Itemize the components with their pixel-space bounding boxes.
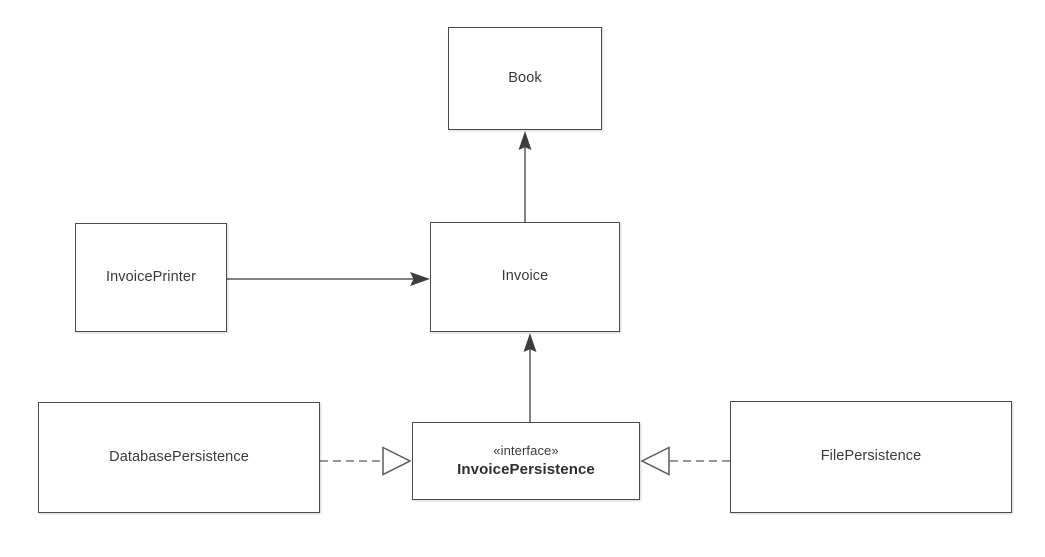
class-node-invoice-label: Invoice — [501, 268, 549, 285]
edge-invoicepersistence-to-invoice — [523, 333, 537, 422]
interface-node-invoice-persistence[interactable]: «interface» InvoicePersistence — [412, 422, 640, 500]
class-node-book-label: Book — [508, 69, 542, 86]
edge-invoiceprinter-to-invoice — [227, 272, 430, 286]
edge-filepersistence-to-invoicepersistence — [640, 446, 730, 476]
class-node-invoice[interactable]: Invoice — [430, 222, 620, 332]
edge-invoice-to-book — [518, 131, 532, 222]
class-node-file-persistence-label: FilePersistence — [820, 448, 922, 465]
edge-databasepersistence-to-invoicepersistence — [320, 446, 412, 476]
class-node-book[interactable]: Book — [448, 27, 602, 130]
class-node-database-persistence-label: DatabasePersistence — [109, 448, 249, 465]
interface-node-invoice-persistence-label: InvoicePersistence — [457, 460, 595, 478]
class-node-invoice-printer[interactable]: InvoicePrinter — [75, 223, 227, 332]
class-node-file-persistence[interactable]: FilePersistence — [730, 401, 1012, 513]
class-node-database-persistence[interactable]: DatabasePersistence — [38, 402, 320, 513]
interface-node-stereotype-label: «interface» — [493, 443, 559, 459]
class-node-invoice-printer-label: InvoicePrinter — [105, 268, 197, 285]
